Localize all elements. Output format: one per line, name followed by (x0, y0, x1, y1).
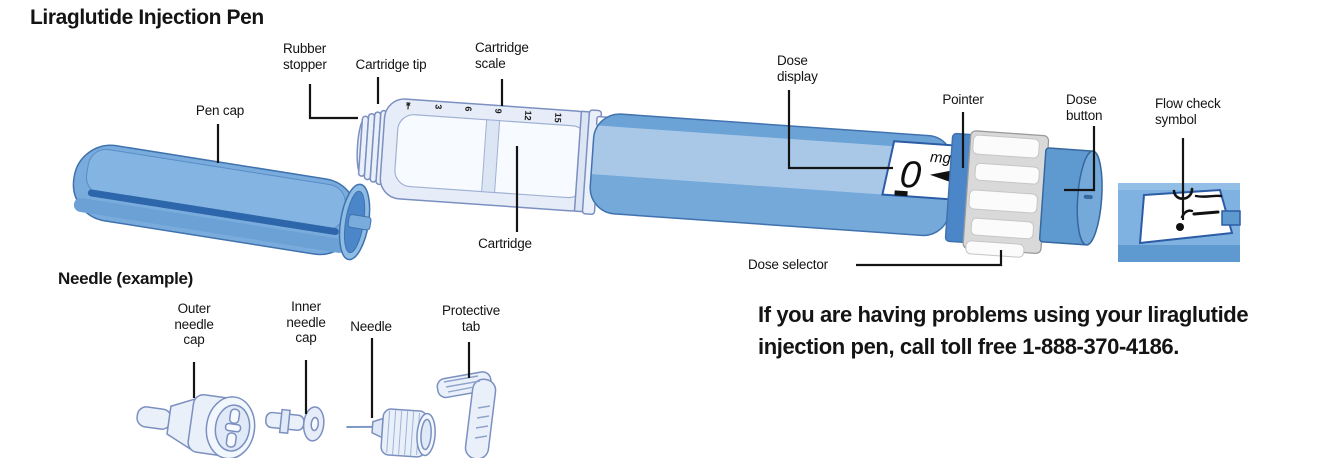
dose-button-label: Dose button (1066, 92, 1103, 123)
cartridge-label: Cartridge (478, 236, 532, 251)
protective-tab-label: Protective tab (441, 303, 501, 334)
flow-check-inset (1118, 183, 1241, 262)
outer-needle-cap-label: Outer needle cap (174, 301, 214, 348)
svg-text:12: 12 (523, 110, 534, 121)
dose-selector-label: Dose selector (748, 257, 828, 272)
dose-display-label: Dose display (777, 53, 818, 84)
inner-needle-cap-art (265, 406, 325, 442)
svg-text:15: 15 (553, 112, 564, 123)
cartridge-scale-label: Cartridge scale (475, 40, 529, 71)
needle-art (346, 408, 436, 458)
cartridge-tip-label: Cartridge tip (355, 57, 427, 72)
pointer-arrow (929, 170, 953, 183)
protective-tab-art (436, 371, 497, 458)
pen-cap-art (72, 144, 372, 261)
dose-button-art (1038, 147, 1103, 246)
leader-dose-selector (856, 250, 1003, 267)
help-text: If you are having problems using your li… (758, 302, 1249, 359)
flow-check-symbol-label: Flow check symbol (1155, 96, 1221, 127)
rubber-stopper-label: Rubber stopper (283, 41, 327, 72)
svg-text:3: 3 (433, 104, 443, 110)
outer-needle-cap-art (136, 394, 256, 458)
svg-text:6: 6 (463, 106, 473, 112)
pointer-label: Pointer (942, 92, 984, 107)
dose-display-unit: mg (930, 149, 953, 167)
dose-selector-art (944, 130, 1050, 258)
leader-dose-button (1064, 126, 1096, 192)
cartridge-scale-art: ⇤ 3 6 9 12 15 (403, 102, 563, 123)
diagram-title: Liraglutide Injection Pen (30, 6, 264, 29)
inner-needle-cap-label: Inner needle cap (286, 299, 326, 346)
leader-dose-display (787, 90, 893, 170)
pen-body-art: ⇤ 3 6 9 12 15 0 mg (356, 98, 1103, 258)
leader-lines (192, 77, 1185, 418)
cartridge-holder-art (379, 98, 616, 216)
needle-label: Needle (350, 319, 392, 334)
svg-text:9: 9 (493, 108, 503, 114)
leader-rubber-stopper (308, 84, 358, 120)
pen-cap-label: Pen cap (195, 103, 245, 118)
pen-barrel-art (588, 112, 955, 238)
needle-section-heading: Needle (example) (58, 269, 194, 288)
dose-display-value: 0 (898, 154, 922, 197)
svg-text:⇤: ⇤ (403, 102, 414, 111)
